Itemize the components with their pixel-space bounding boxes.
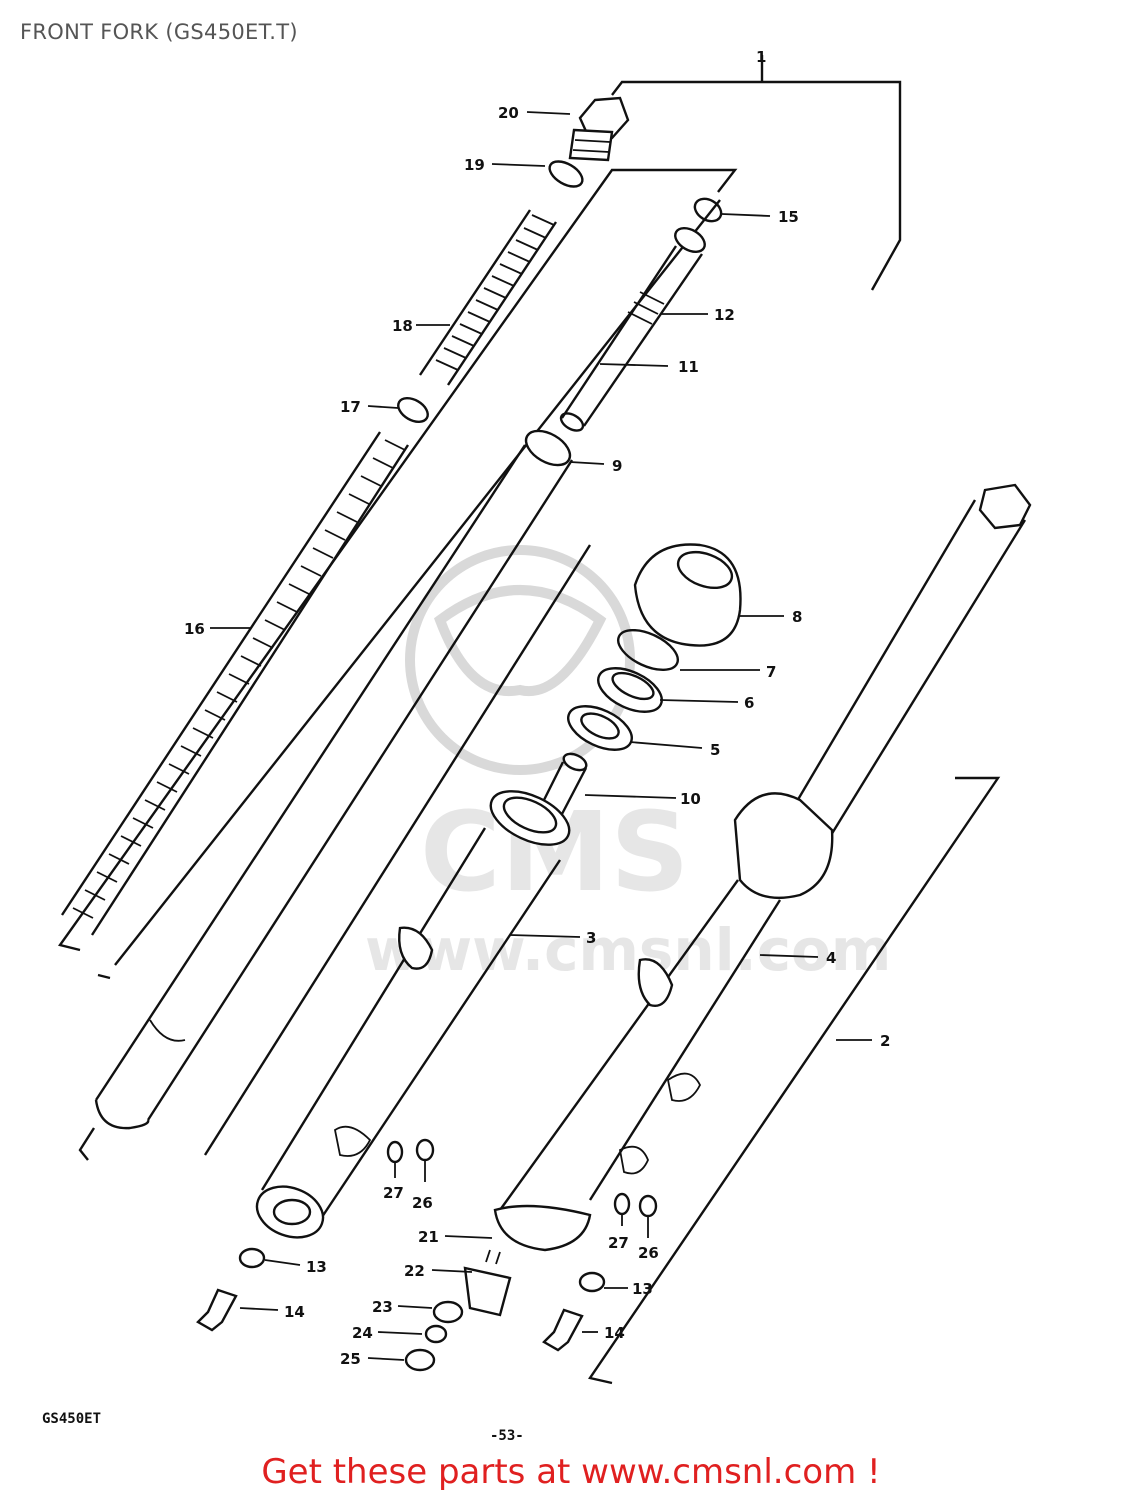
part-label-17: 17 (340, 398, 361, 416)
part-label-27b: 27 (608, 1234, 629, 1252)
part-label-11: 11 (678, 358, 699, 376)
part-label-24: 24 (352, 1324, 373, 1342)
leader-lines (210, 111, 872, 1361)
part-18-short-spring (419, 209, 558, 386)
part-label-9: 9 (612, 457, 622, 475)
part-11-damper-rod (559, 227, 706, 432)
part-label-4: 4 (826, 949, 836, 967)
part-label-8: 8 (792, 608, 802, 626)
part-label-20: 20 (498, 104, 519, 122)
part-label-14a: 14 (284, 1303, 305, 1321)
part-label-27a: 27 (383, 1184, 404, 1202)
part-label-16: 16 (184, 620, 205, 638)
front-fork-parts-diagram: CMS www.cmsnl.com (42, 48, 1032, 1444)
part-8-dust-seal (633, 543, 742, 647)
cmsnl-watermark: CMS www.cmsnl.com (365, 545, 891, 984)
page-title: FRONT FORK (GS450ET.T) (20, 20, 298, 44)
part-label-22: 22 (404, 1262, 425, 1280)
small-hardware (196, 1138, 658, 1372)
part-7-snap-ring (617, 628, 679, 672)
bracket-left-outer (78, 1127, 96, 1161)
part-label-13b: 13 (632, 1280, 653, 1298)
part-2-right-inner-tube (778, 483, 1032, 841)
page-number: -53- (490, 1428, 524, 1444)
part-label-26b: 26 (638, 1244, 659, 1262)
part-17-washer (397, 397, 429, 423)
part-label-10: 10 (680, 790, 701, 808)
part-label-25: 25 (340, 1350, 361, 1368)
part-label-5: 5 (710, 741, 720, 759)
bracket-right (588, 776, 1001, 1385)
part-label-12: 12 (714, 306, 735, 324)
watermark-text: www.cmsnl.com (365, 916, 891, 984)
part-label-3: 3 (586, 929, 596, 947)
part-label-23: 23 (372, 1298, 393, 1316)
bracket-1 (611, 55, 902, 291)
part-4-right-outer-tube (493, 792, 834, 1252)
bracket-inner-fork (58, 168, 738, 952)
part-label-2: 2 (880, 1032, 890, 1050)
part-19-o-ring (548, 160, 584, 188)
part-3-left-outer-tube (255, 790, 571, 1239)
part-20-cap-bolt (568, 96, 630, 162)
part-labels: 1 20 19 15 12 11 18 17 9 16 8 7 6 5 10 3… (184, 48, 890, 1368)
part-label-6: 6 (744, 694, 754, 712)
part-label-26a: 26 (412, 1194, 433, 1212)
model-code: GS450ET (42, 1411, 101, 1427)
part-9-inner-tube (94, 429, 574, 1130)
cta-link-text[interactable]: Get these parts at www.cmsnl.com ! (261, 1452, 881, 1492)
part-label-18: 18 (392, 317, 413, 335)
part-label-15: 15 (778, 208, 799, 226)
part-16-fork-spring (60, 431, 410, 936)
part-label-19: 19 (464, 156, 485, 174)
part-15-ring (693, 197, 723, 223)
part-label-21: 21 (418, 1228, 439, 1246)
part-label-1: 1 (756, 48, 766, 66)
part-6-oil-seal (597, 667, 663, 713)
part-label-13a: 13 (306, 1258, 327, 1276)
part-label-7: 7 (766, 663, 776, 681)
part-label-14b: 14 (604, 1324, 625, 1342)
